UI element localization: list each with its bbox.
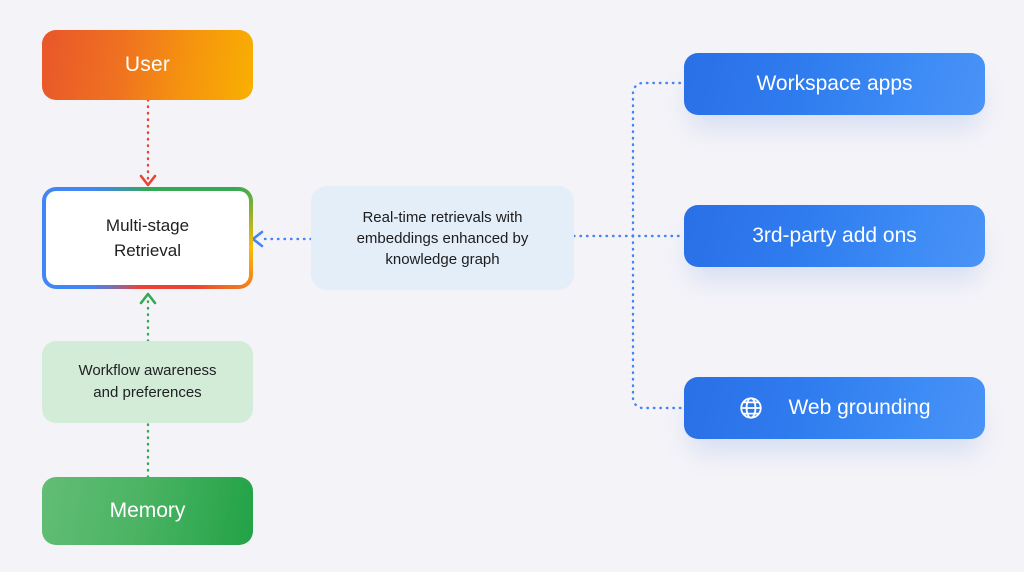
node-workspace-apps-content: Workspace apps [756,72,912,96]
connector-workflow-to-retrieval [139,292,157,343]
node-web-grounding-label: Web grounding [788,396,931,419]
node-web-grounding-content: Web grounding [738,395,931,421]
node-workspace-apps-label: Workspace apps [756,72,913,95]
node-workspace-apps[interactable]: Workspace apps [684,53,985,115]
node-3rd-party-add-ons[interactable]: 3rd-party add ons [684,205,985,267]
node-info-label-line2: embeddings enhanced by [356,229,529,247]
node-user-label: User [124,53,171,76]
node-retrieval-label-line2: Retrieval [113,241,182,260]
node-memory[interactable]: Memory [42,477,253,545]
node-user[interactable]: User [42,30,253,100]
node-3rd-party-add-ons-label: 3rd-party add ons [752,224,917,247]
node-realtime-retrievals-info: Real-time retrievals with embeddings enh… [311,186,574,290]
node-web-grounding[interactable]: Web grounding [684,377,985,439]
node-info-label-line3: knowledge graph [385,250,500,268]
node-workflow-label-group: Workflow awareness and preferences [78,360,216,404]
globe-icon [738,395,764,421]
node-retrieval-label-line1: Multi-stage [105,216,190,235]
node-workflow-label-line1: Workflow awareness [78,362,217,379]
node-workflow-awareness[interactable]: Workflow awareness and preferences [42,341,253,423]
node-memory-label: Memory [109,499,186,522]
node-retrieval-label-group: Multi-stage Retrieval [106,213,189,263]
connector-info-to-retrieval [251,230,313,248]
connector-info-to-sources [572,81,686,410]
node-workflow-label-line2: and preferences [93,384,202,401]
node-info-label-line1: Real-time retrievals with [362,208,523,226]
node-3rd-party-add-ons-content: 3rd-party add ons [752,224,917,248]
connector-user-to-retrieval [139,98,157,187]
node-multi-stage-retrieval[interactable]: Multi-stage Retrieval [42,187,253,289]
